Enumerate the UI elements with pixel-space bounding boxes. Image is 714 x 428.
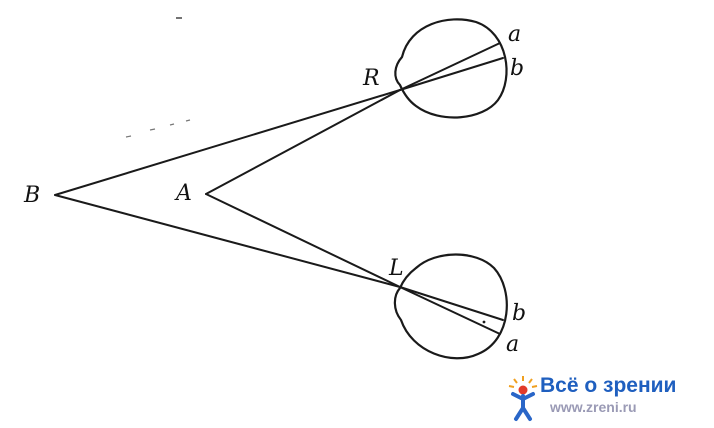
right-eye-ray-to-a	[399, 42, 501, 91]
ray-a-to-r	[205, 89, 401, 195]
ray-b-to-l	[54, 194, 401, 288]
right-eye-ray-to-b	[399, 57, 504, 91]
left-eye-ray-to-b	[399, 286, 504, 321]
point-l-label: L	[389, 256, 404, 281]
point-r-label: R	[363, 66, 380, 91]
left-eye-a-label: a	[506, 332, 520, 357]
right-eye-a-label: a	[508, 22, 522, 47]
point-b-label: B	[24, 183, 41, 208]
watermark-title: Всё о зрении	[540, 374, 677, 397]
right-eye-outline	[394, 18, 508, 119]
watermark-logo: Всё о зрении www.zreni.ru	[506, 372, 711, 424]
watermark-url: www.zreni.ru	[550, 399, 637, 415]
ray-b-to-r	[54, 89, 401, 196]
point-a-label: A	[176, 181, 192, 206]
left-eye-ray-to-a	[399, 286, 501, 335]
person-eye-icon	[508, 376, 538, 421]
left-eye-b-label: b	[512, 301, 527, 326]
right-eye-b-label: b	[510, 56, 525, 81]
ray-a-to-l	[205, 193, 401, 288]
left-eye-outline	[393, 253, 508, 360]
background-specks	[125, 17, 191, 138]
left-eye-dot	[482, 320, 486, 324]
